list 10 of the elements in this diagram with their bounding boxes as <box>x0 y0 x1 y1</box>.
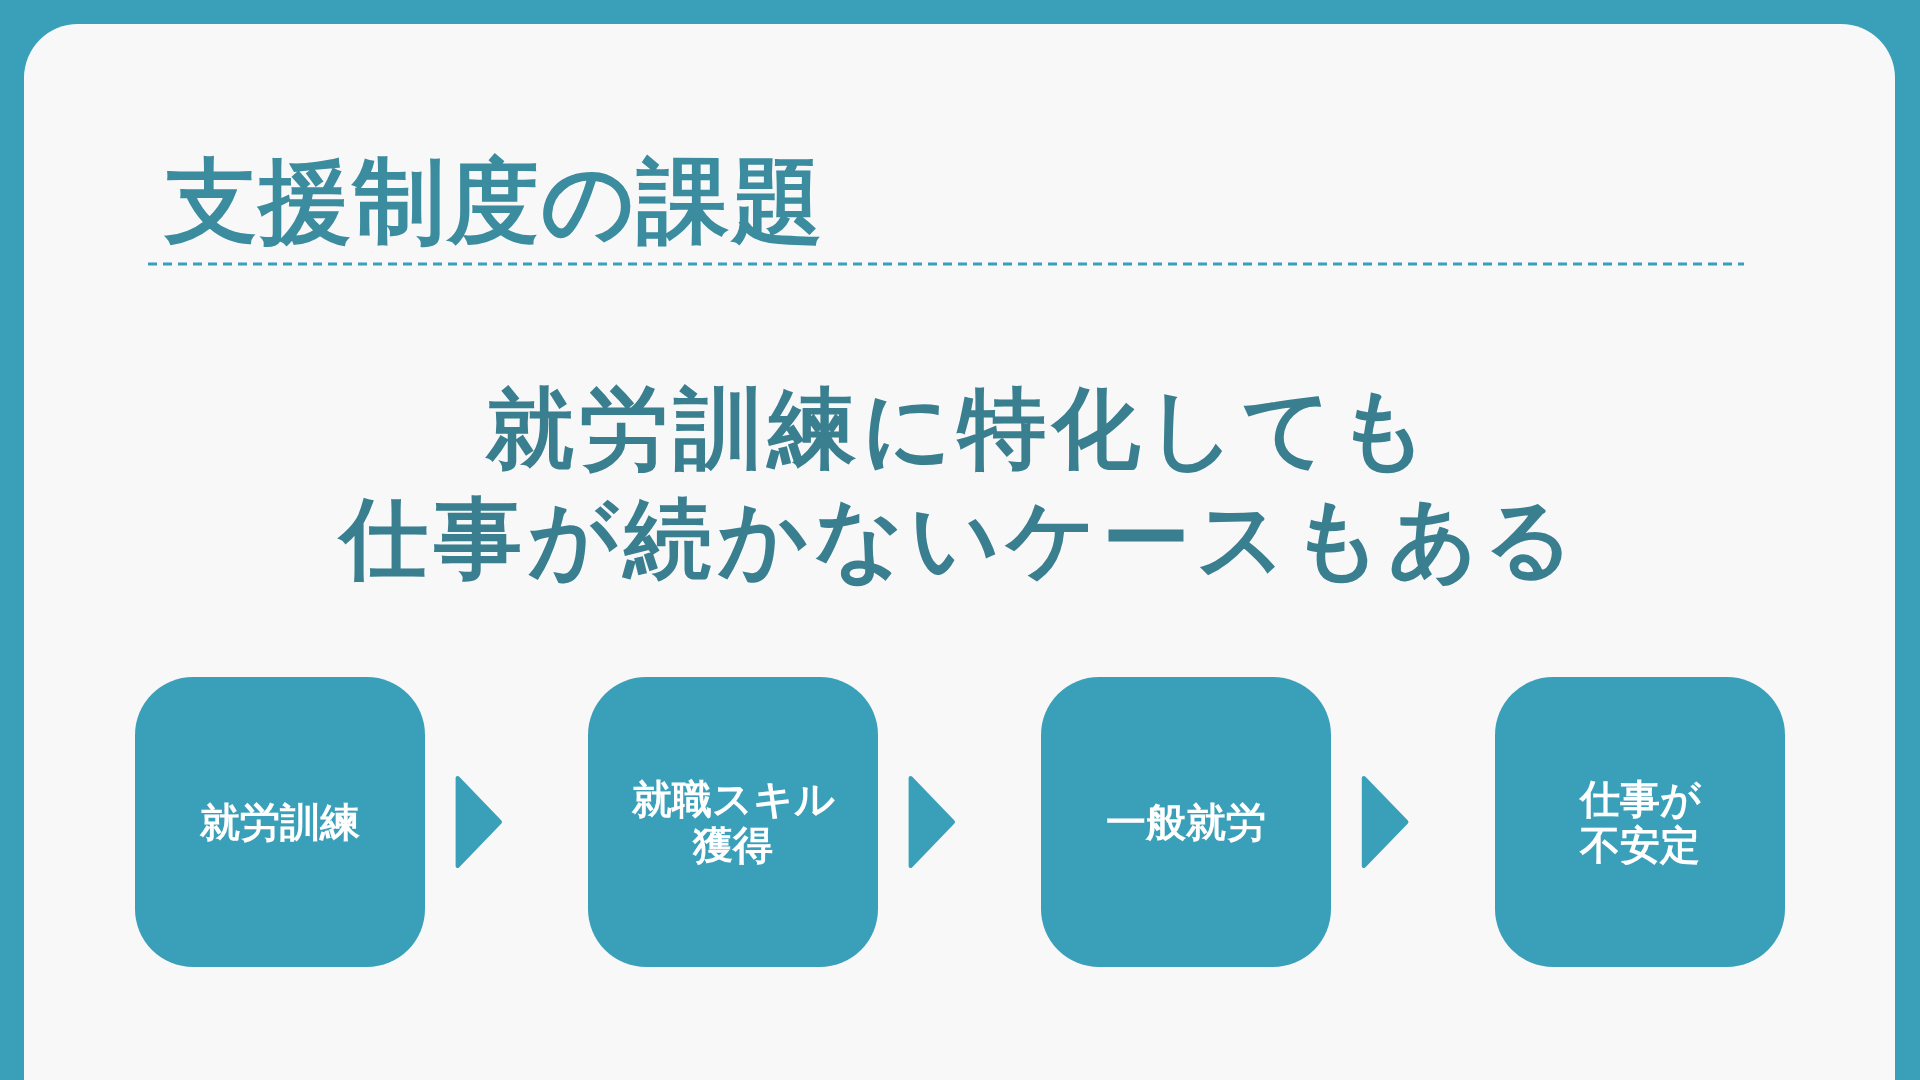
process-box: 仕事が不安定 <box>1495 677 1785 967</box>
process-box: 一般就労 <box>1041 677 1331 967</box>
process-box: 就労訓練 <box>135 677 425 967</box>
process-box: 就職スキル獲得 <box>588 677 878 967</box>
chevron-arrow <box>908 776 955 868</box>
chevron-arrow <box>1361 776 1409 868</box>
headline-text: 仕事が続かないケースもある <box>0 480 1920 599</box>
title: 支援制度の課題 <box>165 147 825 257</box>
headline-text: 就労訓練に特化しても <box>484 376 1435 482</box>
chevron-arrow <box>455 776 502 868</box>
